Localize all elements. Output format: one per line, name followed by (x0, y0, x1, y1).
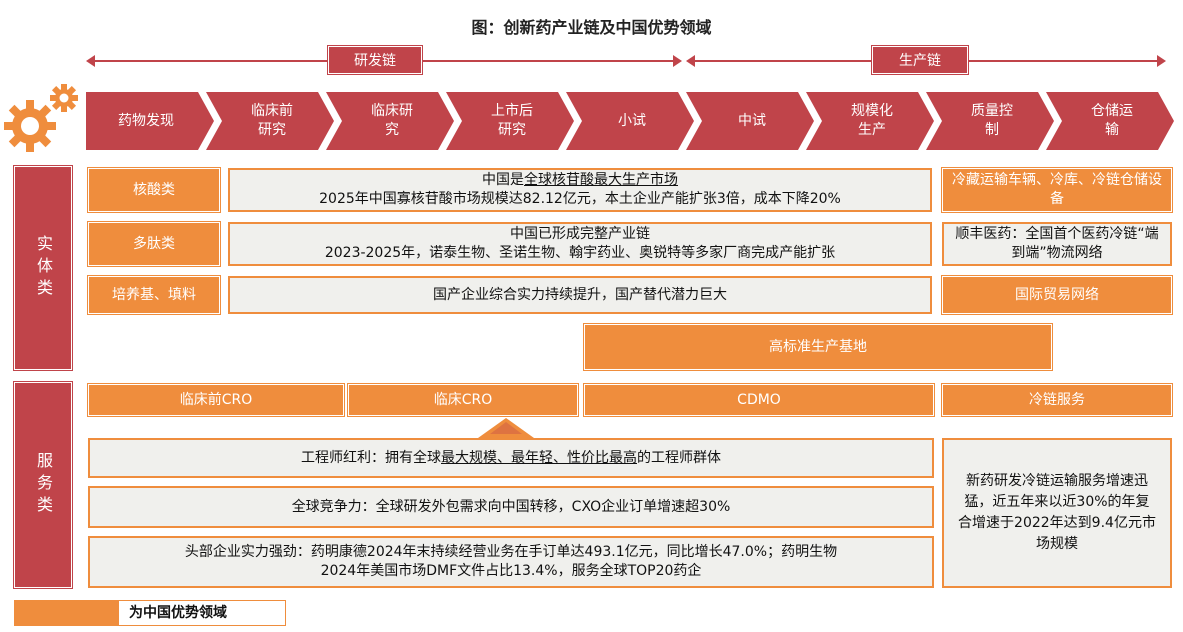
rd-chain-arrow-right (673, 55, 682, 67)
intl-trade-network: 国际贸易网络 (942, 276, 1172, 314)
peptide-label: 多肽类 (88, 222, 220, 266)
stage-scale-production: 规模化 生产 (806, 92, 934, 150)
leading-companies: 头部企业实力强劲：药明康德2024年末持续经营业务在手订单达493.1亿元，同比… (88, 536, 934, 588)
stage-clinical: 临床研 究 (326, 92, 454, 150)
legend-label: 为中国优势领域 (118, 600, 286, 626)
media-info: 国产企业综合实力持续提升，国产替代潜力巨大 (228, 276, 932, 314)
stage-quality-control: 质量控 制 (926, 92, 1054, 150)
production-base: 高标准生产基地 (584, 324, 1052, 370)
up-arrow-icon (478, 418, 534, 438)
legend-swatch (14, 600, 118, 626)
stage-small-test: 小试 (566, 92, 694, 150)
production-chain-label: 生产链 (872, 46, 968, 74)
rd-chain-label: 研发链 (328, 46, 422, 74)
cdmo: CDMO (584, 384, 934, 416)
clinical-cro: 临床CRO (348, 384, 578, 416)
figure-title: 图：创新药产业链及中国优势领域 (471, 18, 712, 37)
cold-chain-service: 冷链服务 (942, 384, 1172, 416)
stage-pilot-test: 中试 (686, 92, 814, 150)
nucleic-acid-label: 核酸类 (88, 168, 220, 212)
gear-icon (4, 84, 78, 152)
engineer-dividend: 工程师红利：拥有全球最大规模、最年轻、性价比最高的工程师群体 (88, 438, 934, 478)
production-chain-arrow-left (686, 55, 695, 67)
category-service: 服务类 (14, 382, 72, 588)
stage-storage-transport: 仓储运 输 (1046, 92, 1174, 150)
media-label: 培养基、填料 (88, 276, 220, 314)
nucleic-acid-info: 中国是全球核苷酸最大生产市场 2025年中国寡核苷酸市场规模达82.12亿元，本… (228, 168, 932, 212)
stage-post-market: 上市后 研究 (446, 92, 574, 150)
peptide-info: 中国已形成完整产业链 2023-2025年，诺泰生物、圣诺生物、翰宇药业、奥锐特… (228, 222, 932, 266)
production-chain-arrow-right (1157, 55, 1166, 67)
cold-equipment: 冷藏运输车辆、冷库、冷链仓储设备 (942, 168, 1172, 212)
stage-drug-discovery: 药物发现 (86, 92, 214, 150)
stage-preclinical: 临床前 研究 (206, 92, 334, 150)
cold-chain-growth: 新药研发冷链运输服务增速迅猛，近五年来以近30%的年复合增速于2022年达到9.… (942, 438, 1172, 588)
sf-pharma-info: 顺丰医药：全国首个医药冷链“端到端”物流网络 (942, 222, 1172, 266)
rd-chain-arrow-left (86, 55, 95, 67)
preclinical-cro: 临床前CRO (88, 384, 344, 416)
category-entity: 实体类 (14, 166, 72, 370)
global-competitiveness: 全球竞争力：全球研发外包需求向中国转移，CXO企业订单增速超30% (88, 486, 934, 528)
